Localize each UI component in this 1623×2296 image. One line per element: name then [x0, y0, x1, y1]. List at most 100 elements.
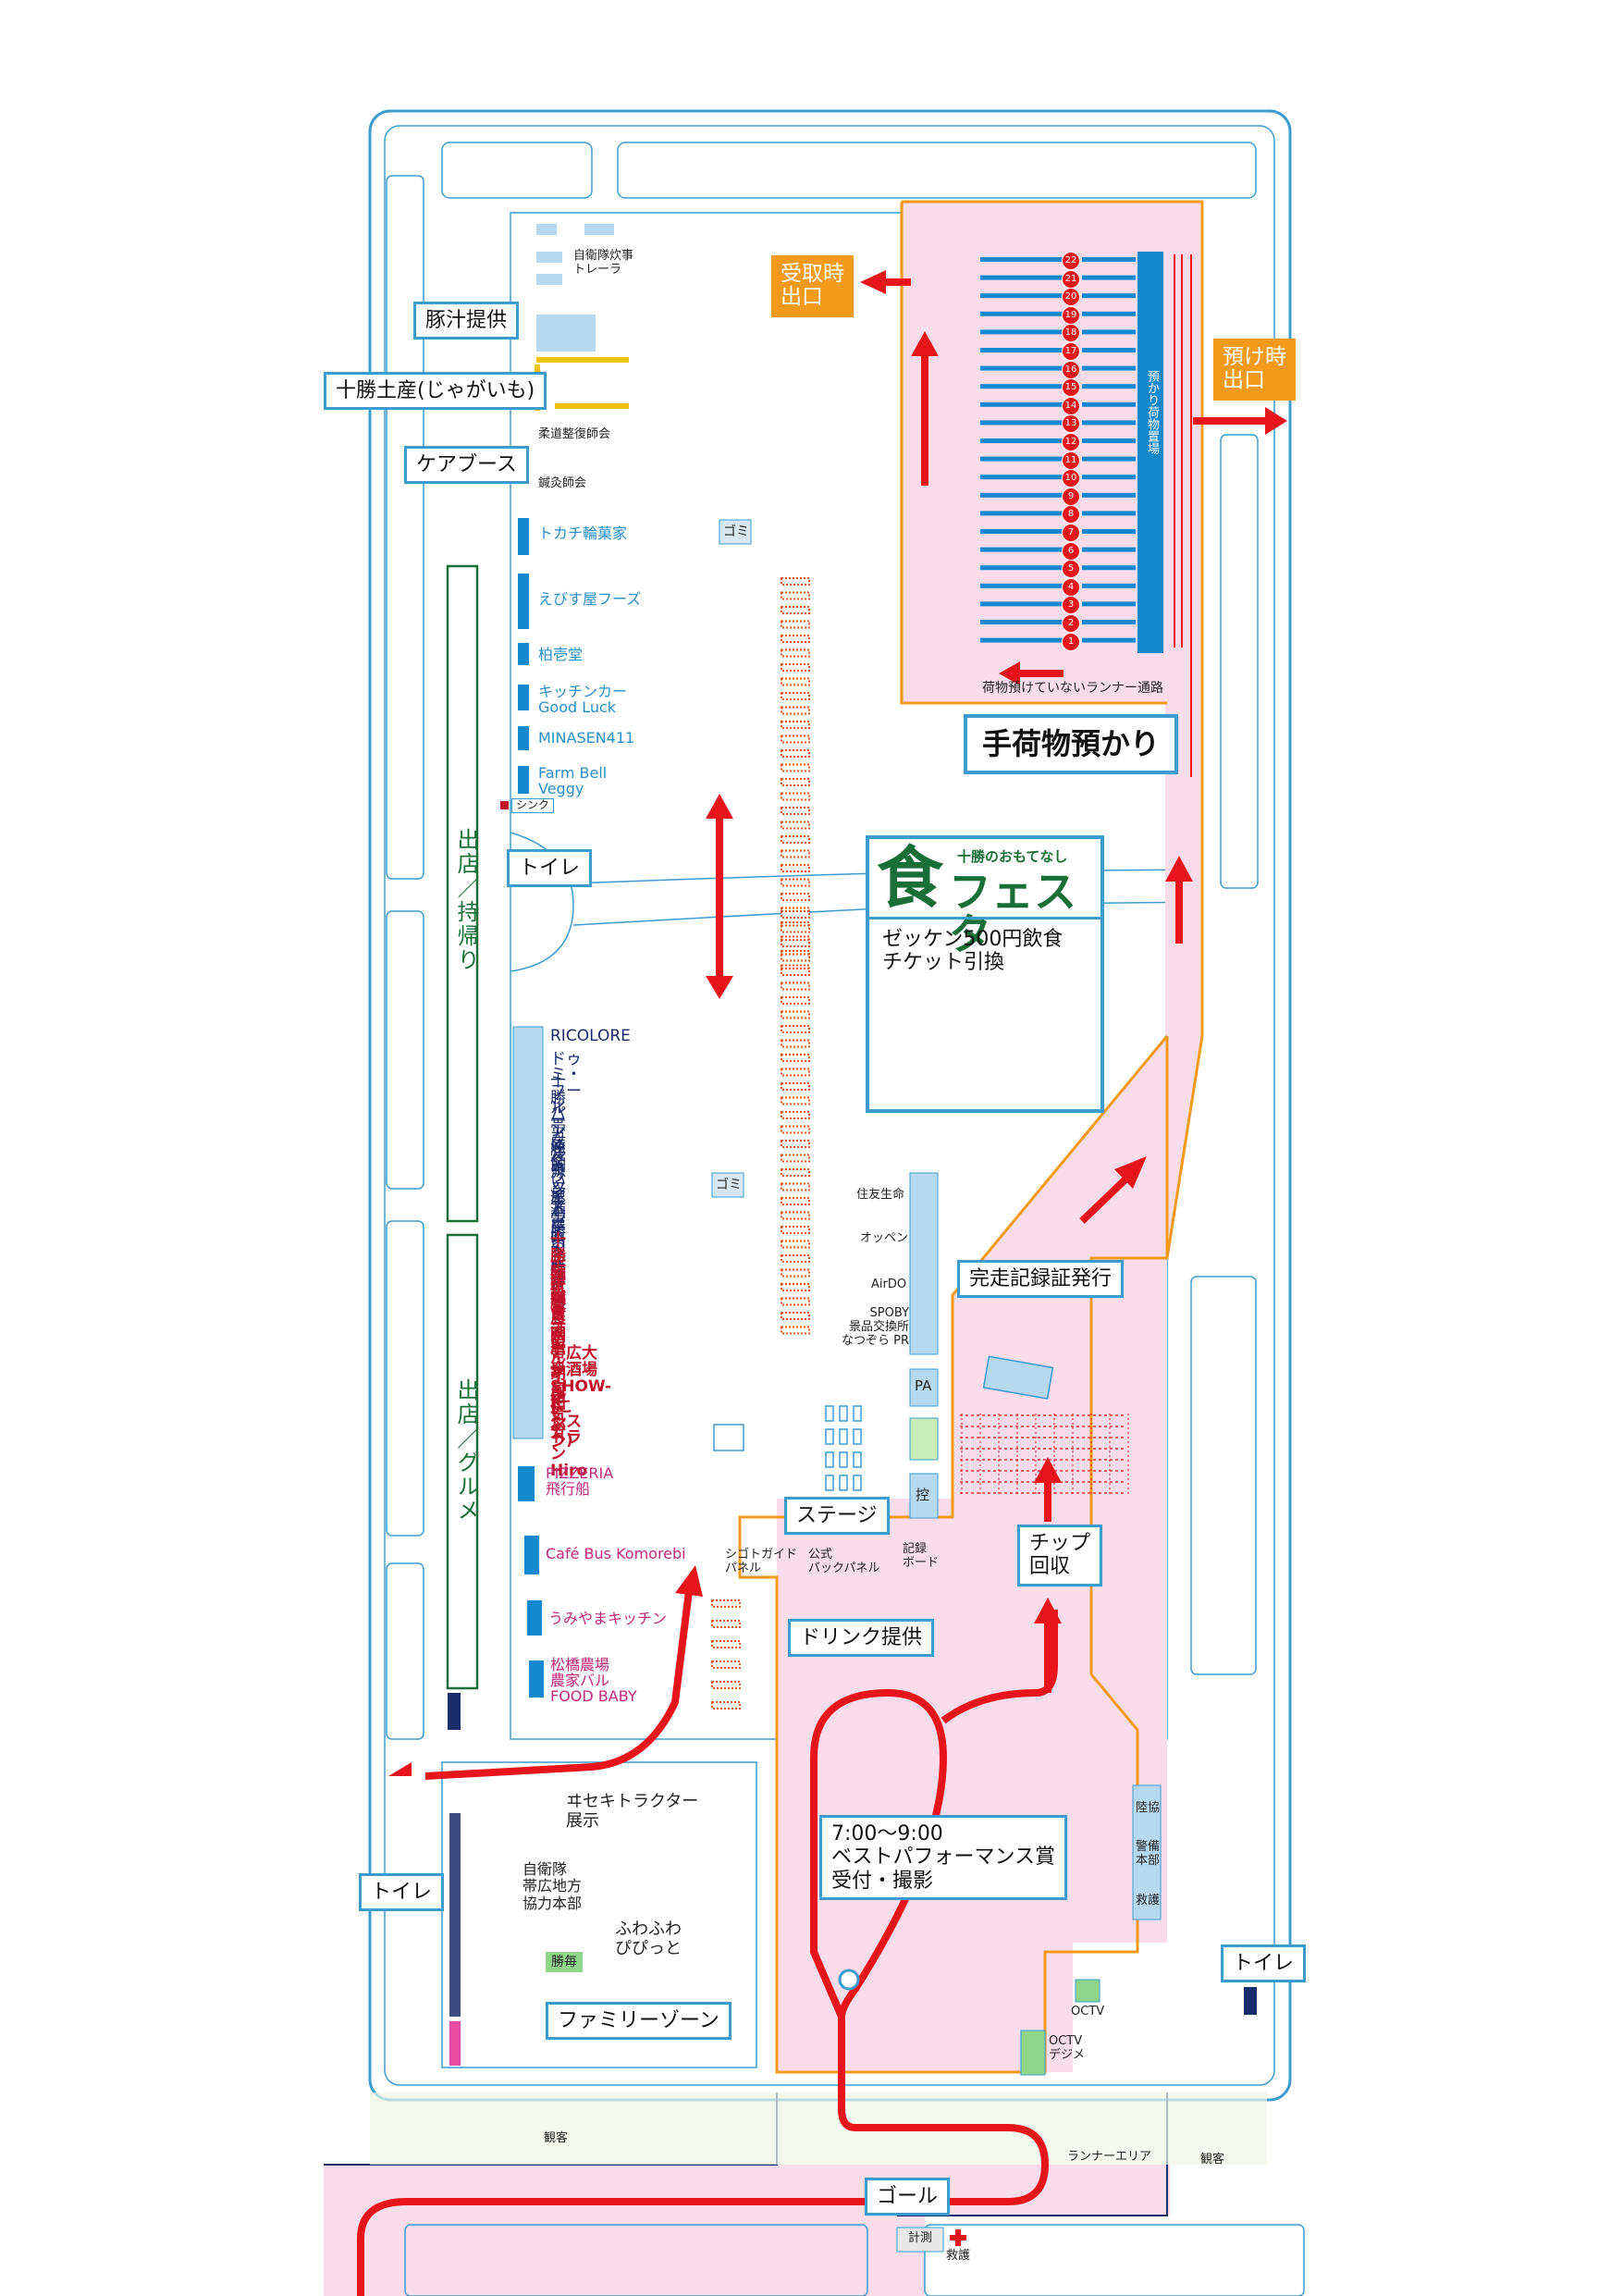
stall-table [781, 968, 810, 976]
baggage-number-badge: 21 [1062, 269, 1080, 289]
stall-table [781, 1182, 810, 1191]
toilet-curve [510, 832, 574, 972]
stall-table [781, 878, 810, 887]
baggage-number-badge: 18 [1062, 324, 1080, 343]
octv-label: OCTV [1071, 2005, 1105, 2018]
baggage-shelves [1137, 252, 1163, 653]
vendor-takeout-6: Farm Bell Veggy [538, 764, 608, 797]
vendor-takeout-4: キッチンカー Good Luck [538, 683, 628, 716]
baggage-shelf [1082, 365, 1136, 371]
sdf-label: 自衛隊 帯広地方 協力本部 [523, 1860, 583, 1912]
stall-table [781, 1111, 810, 1119]
stall-table [781, 1154, 810, 1163]
baggage-number-badge: 13 [1062, 414, 1080, 434]
left-block-1 [386, 175, 424, 880]
shelf-lines [980, 257, 1136, 643]
stall-table [781, 835, 810, 844]
goal-point [838, 1969, 860, 1991]
vendor-gourmet-pink-4: 松橋農場 農家バル FOOD BABY [550, 1656, 637, 1705]
vendor-gourmet-pink-3: うみやまキッチン [548, 1610, 668, 1627]
stall-table [711, 1640, 741, 1648]
baggage-shelf [980, 583, 1073, 588]
sdf-trailer-label: 自衛隊炊事 トレーラ [573, 249, 634, 277]
baggage-shelf [1082, 311, 1136, 316]
baggage-shelf [980, 311, 1073, 316]
stall-table [781, 1054, 810, 1062]
vendor-gourmet: 豚飼い屋十勝の豚丼 [550, 1140, 566, 1291]
shinkyu-label: 鍼灸師会 [538, 476, 587, 490]
baggage-number-badge: 14 [1062, 396, 1080, 415]
bottom-left-building [404, 2224, 868, 2296]
stall-table [781, 1039, 810, 1048]
stall-table [781, 849, 810, 858]
gourmet-column [512, 1026, 544, 1439]
stall-table [781, 763, 810, 772]
baggage-shelf [1082, 456, 1136, 462]
red-cross-icon [950, 2229, 966, 2246]
navy-dots [449, 1813, 461, 2017]
stall-table [781, 620, 810, 629]
baggage-shelf [1082, 511, 1136, 516]
baggage-number-badge: 15 [1062, 378, 1080, 398]
zone-toilet-1: トイレ [507, 849, 593, 888]
runner-path-note: 荷物預けていないランナー通路 [982, 681, 1163, 696]
left-block-2 [386, 910, 424, 1190]
baggage-number-badge: 6 [1062, 541, 1080, 561]
octv-box [1075, 1979, 1100, 2003]
baggage-shelf [1082, 492, 1136, 498]
chip-route [941, 1610, 1058, 1724]
toilet-icons [448, 1693, 1257, 2015]
vendor-gourmet-red: 酒居 [550, 1321, 566, 1357]
baggage-shelf [1082, 401, 1136, 407]
baggage-shelf [980, 438, 1073, 443]
sponsor-1: 住友生命 [856, 1188, 905, 1202]
stall-table [781, 1283, 810, 1291]
stall-table [781, 734, 810, 744]
sponsor-3: AirDO [871, 1278, 907, 1291]
sponsor-2: オッペン [860, 1231, 909, 1245]
stall-table [781, 1096, 810, 1105]
zone-baggage: 手荷物預かり [964, 714, 1179, 774]
trash-box-2 [711, 1172, 744, 1198]
vendor-gourmet: ドゥミ・フール [550, 1049, 582, 1118]
stall-table [711, 1681, 741, 1689]
vendor-takeout-3: 柏壱堂 [538, 646, 584, 663]
stall-table [781, 606, 810, 614]
stall-table [781, 981, 810, 991]
left-block-4 [386, 1562, 424, 1740]
vendor-gourmet-pink-1: PIZZERIA 飛行船 [546, 1464, 614, 1498]
audience-left: 観客 [544, 2131, 569, 2145]
baggage-shelf [1082, 348, 1136, 352]
stall-table [781, 893, 810, 901]
baggage-shelf [980, 420, 1073, 426]
stall-table [781, 1010, 810, 1019]
right-block-2 [1190, 1276, 1257, 1675]
stall-table [781, 1226, 810, 1234]
baggage-shelf [980, 529, 1073, 534]
bottom-right-building [924, 2224, 1305, 2296]
octv-dejime-label: OCTV デジメ [1049, 2034, 1086, 2062]
left-block-3 [386, 1220, 424, 1537]
trash-label-2: ゴミ [716, 1178, 742, 1192]
top-block-right [617, 142, 1257, 199]
top-left-boxes [536, 224, 614, 352]
festa-divider [869, 917, 1100, 920]
small-square [713, 1424, 744, 1451]
judo-label: 柔道整復師会 [538, 427, 611, 441]
audience-right: 観客 [1200, 2153, 1225, 2166]
sink-mark [500, 801, 509, 809]
baggage-shelf [1082, 475, 1136, 480]
baggage-shelf [980, 565, 1073, 571]
zone-goal: ゴール [865, 2178, 951, 2216]
baggage-number-badge: 22 [1062, 252, 1080, 270]
zekken-ticket: ゼッケン500円飲食 チケット引換 [882, 928, 1064, 975]
stall-table [781, 1297, 810, 1306]
stall-column [711, 577, 810, 1710]
stall-table [781, 924, 810, 933]
kyugo-bottom-label: 救護 [946, 2249, 971, 2263]
vendor-gourmet-red: 串気分 [550, 1389, 566, 1441]
zone-family: ファミリーゾーン [546, 2002, 732, 2041]
tractor-label: ヰセキトラクター 展示 [566, 1792, 699, 1831]
vendor-gourmet: 帯広グランドホテル [550, 1117, 566, 1268]
octv-dejime-box [1020, 2030, 1046, 2076]
